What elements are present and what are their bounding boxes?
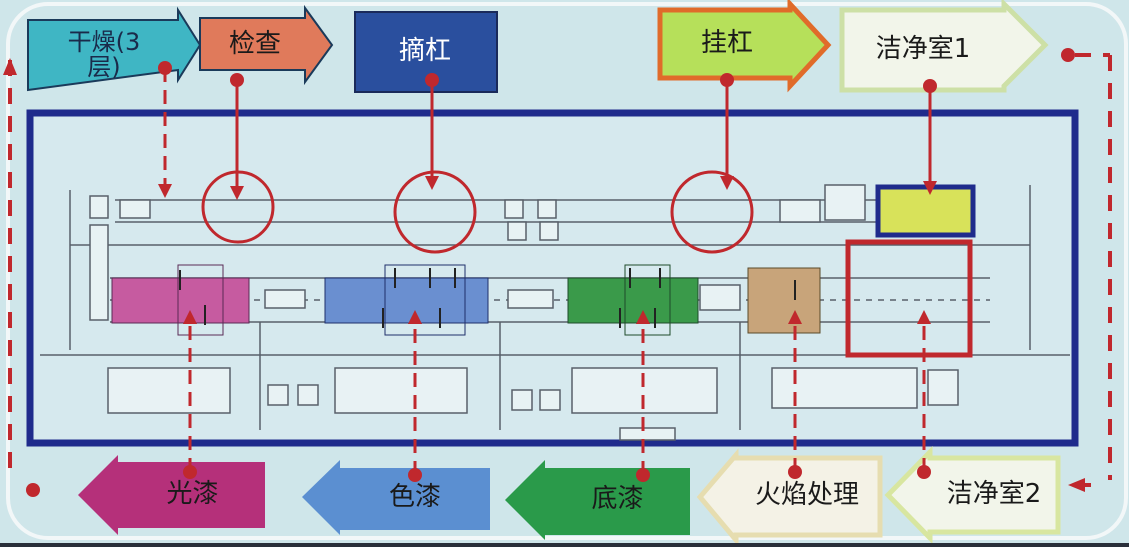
- loop-node-right-top: [1061, 48, 1075, 62]
- booth-color-coat-core: [384, 264, 466, 336]
- color-connector-dot: [408, 468, 422, 482]
- flame-label: 火焰处理: [754, 480, 859, 511]
- booth-primer-core: [624, 264, 671, 336]
- loop-arrow-up-icon: [3, 58, 17, 75]
- clean2-connector-dot: [917, 465, 931, 479]
- machinery-units: [89, 184, 866, 321]
- inspect-label: 检查: [228, 29, 281, 60]
- booth-topcoat-core: [177, 264, 224, 336]
- connector-arrows: [158, 61, 937, 482]
- unload-arrowhead-icon: [425, 176, 439, 190]
- inspect-connector-dot: [230, 73, 244, 87]
- loop-node-left-bottom: [26, 483, 40, 497]
- clean2-arrowhead-icon: [917, 310, 931, 324]
- loop-arrow-left-icon: [1068, 478, 1085, 492]
- topcoat-connector-dot: [183, 465, 197, 479]
- clean-room-1-label-box: [839, 0, 1049, 93]
- primer-arrowhead-icon: [636, 310, 650, 324]
- flame-connector-dot: [788, 465, 802, 479]
- drying-label-box: [27, 6, 202, 92]
- clean-room-1-label: 洁净室1: [875, 34, 971, 65]
- booth-flame: [747, 267, 821, 334]
- color-coat-label-box: [302, 460, 490, 535]
- flame-arrowhead-icon: [788, 310, 802, 324]
- unload-station-circle: [393, 170, 477, 254]
- inspect-label-box: [199, 4, 334, 86]
- drying-label: 干燥(3 层): [67, 27, 141, 81]
- primer-connector-dot: [636, 468, 650, 482]
- topcoat-label-box: [78, 455, 265, 535]
- primer-label: 底漆: [591, 484, 644, 515]
- hook-markers: [179, 268, 796, 328]
- load-arrowhead-icon: [720, 176, 734, 190]
- booth-color-coat: [324, 277, 489, 324]
- drying-arrowhead-icon: [158, 184, 172, 198]
- clean-room-2-label: 洁净室2: [946, 479, 1042, 510]
- unload-connector-dot: [425, 73, 439, 87]
- booth-clean-room-2: [845, 239, 973, 358]
- topcoat-label: 光漆: [166, 479, 219, 510]
- color-coat-label: 色漆: [388, 482, 441, 513]
- topcoat-arrowhead-icon: [183, 310, 197, 324]
- drying-connector-dot: [158, 61, 172, 75]
- color-arrowhead-icon: [408, 310, 422, 324]
- booth-clean-room-1: [875, 184, 976, 238]
- clean1-connector-dot: [923, 79, 937, 93]
- booth-primer: [567, 277, 699, 324]
- flame-label-box: [696, 448, 883, 547]
- unload-label: 摘杠: [398, 36, 451, 67]
- load-connector-dot: [720, 73, 734, 87]
- load-station-circle: [670, 170, 754, 254]
- load-label: 挂杠: [700, 28, 753, 59]
- load-label-box: [657, 0, 832, 93]
- clean1-arrowhead-icon: [923, 181, 937, 195]
- inspect-arrowhead-icon: [230, 186, 244, 200]
